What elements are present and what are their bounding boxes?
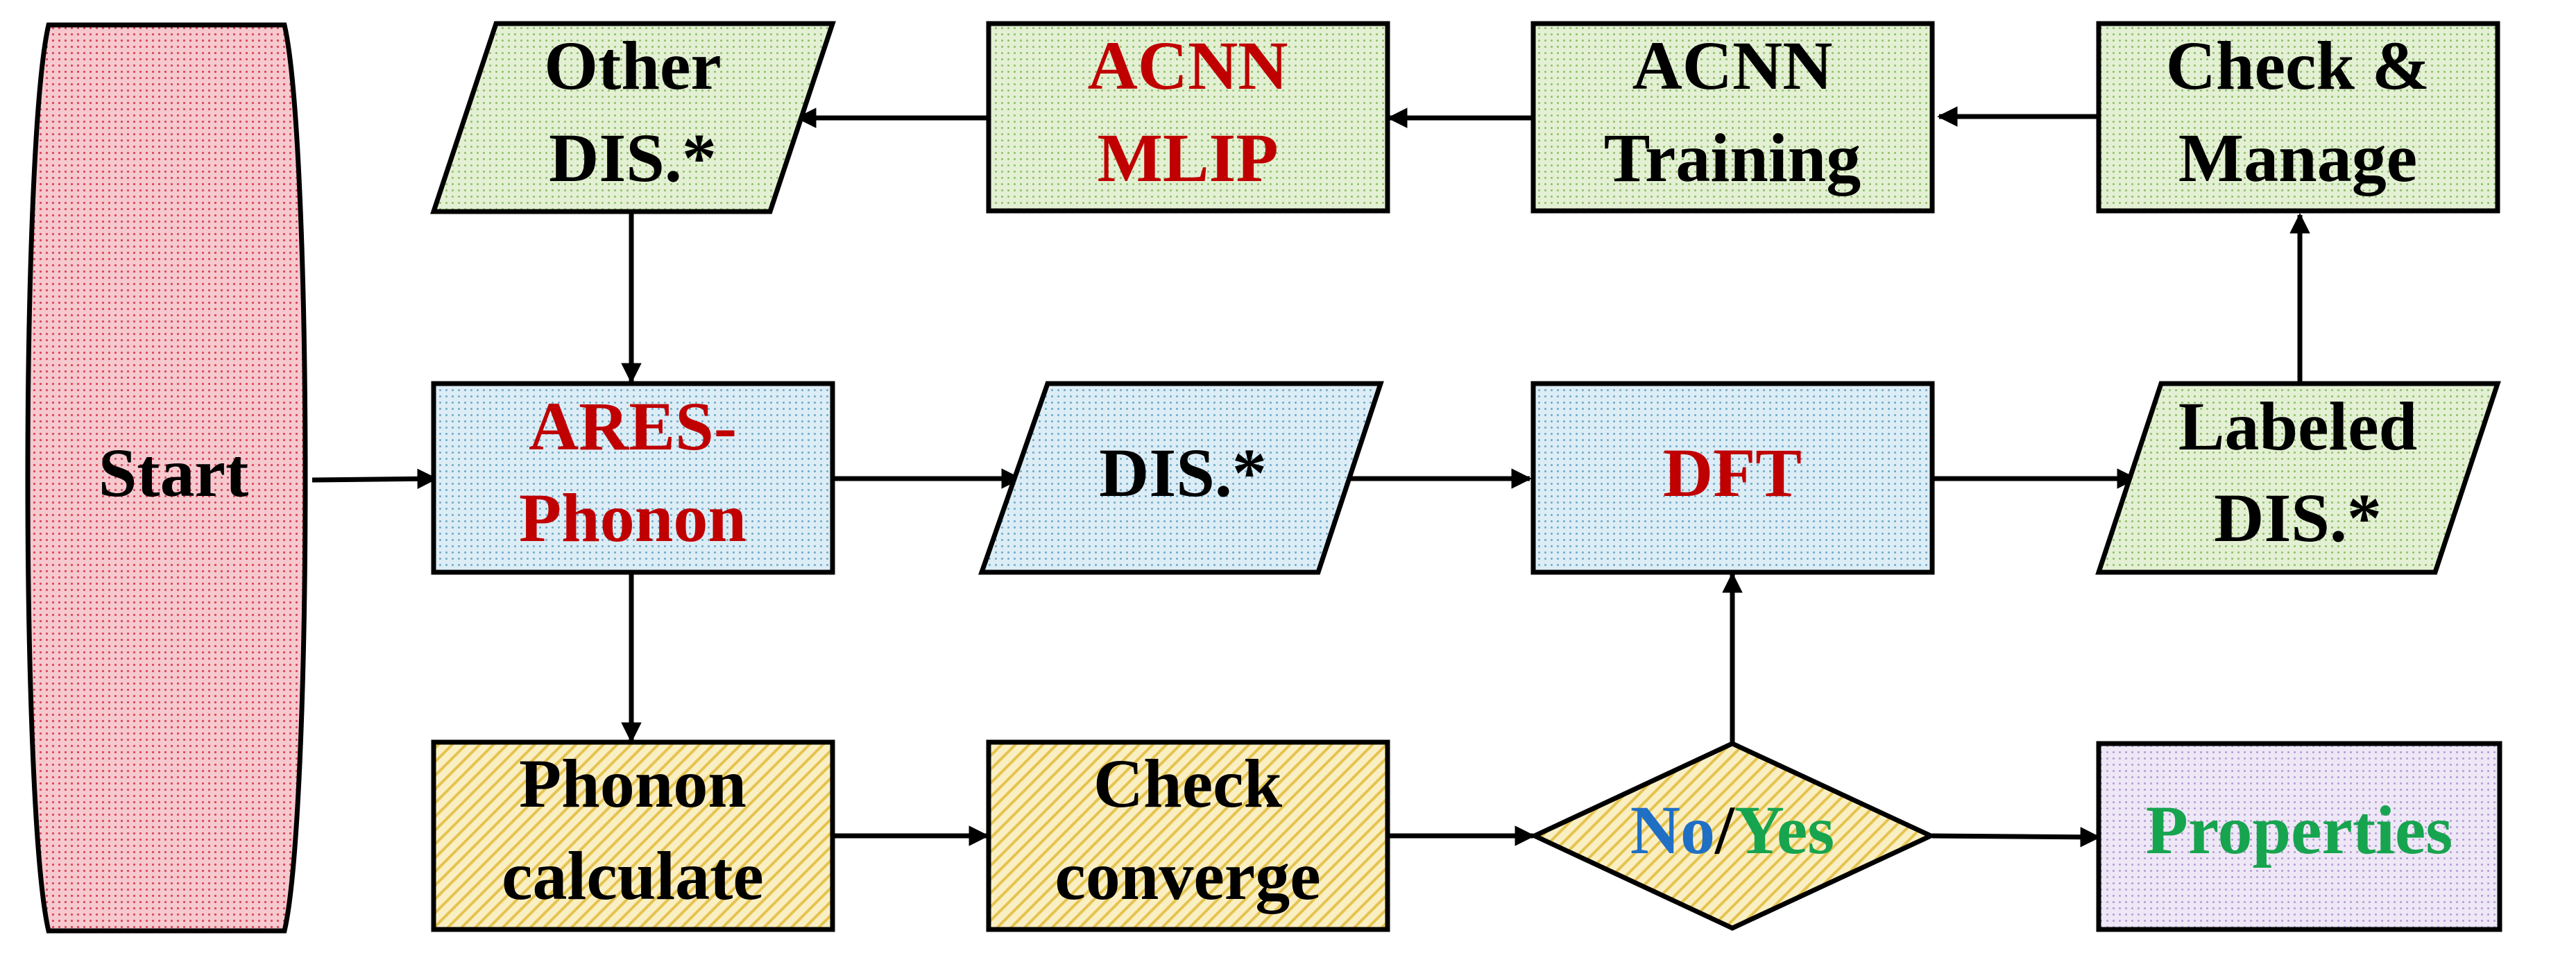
- phonon-calculate-line1: Phonon: [519, 745, 747, 822]
- check-manage-line2: Manage: [2178, 119, 2417, 196]
- decision-yes: Yes: [1734, 791, 1834, 868]
- edge-decision-to-properties: [1931, 827, 2101, 848]
- ares-phonon-line1: ARES-: [529, 388, 737, 465]
- labeled-dis-node: Labeled DIS.*: [2095, 381, 2501, 575]
- properties-node: Properties: [2096, 741, 2502, 932]
- acnn-mlip-line2: MLIP: [1097, 119, 1278, 196]
- check-converge-node: Check converge: [986, 739, 1390, 932]
- labeled-dis-line2: DIS.*: [2214, 479, 2382, 556]
- phonon-calculate-node: Phonon calculate: [431, 739, 835, 932]
- other-dis-line1: Other: [544, 27, 721, 104]
- check-converge-line1: Check: [1093, 745, 1283, 822]
- dis-label: DIS.*: [1099, 434, 1267, 511]
- edges: [312, 106, 2310, 848]
- decision-separator: /: [1714, 791, 1735, 868]
- start-label: Start: [99, 434, 249, 511]
- acnn-training-line2: Training: [1604, 119, 1861, 196]
- acnn-mlip-node: ACNN MLIP: [986, 21, 1390, 214]
- decision-label: No/Yes: [1630, 791, 1834, 868]
- other-dis-line2: DIS.*: [549, 119, 717, 196]
- properties-label: Properties: [2146, 791, 2453, 868]
- decision-node: No/Yes: [1528, 741, 1937, 931]
- decision-no: No: [1630, 791, 1715, 868]
- labeled-dis-line1: Labeled: [2178, 388, 2417, 465]
- dft-label: DFT: [1663, 434, 1802, 511]
- other-dis-node: Other DIS.*: [430, 21, 836, 214]
- start-node: Start: [25, 22, 308, 934]
- ares-phonon-node: ARES- Phonon: [431, 381, 835, 575]
- dis-node: DIS.*: [978, 381, 1384, 575]
- check-manage-node: Check & Manage: [2096, 21, 2500, 214]
- dft-node: DFT: [1530, 381, 1935, 575]
- check-manage-line1: Check &: [2166, 27, 2430, 104]
- check-converge-line2: converge: [1055, 837, 1320, 914]
- edge-start-to-ares: [312, 468, 438, 489]
- ares-phonon-line2: Phonon: [519, 479, 747, 556]
- acnn-training-line1: ACNN: [1632, 27, 1833, 104]
- acnn-mlip-line1: ACNN: [1088, 27, 1288, 104]
- phonon-calculate-line2: calculate: [502, 837, 764, 914]
- acnn-training-node: ACNN Training: [1530, 21, 1935, 214]
